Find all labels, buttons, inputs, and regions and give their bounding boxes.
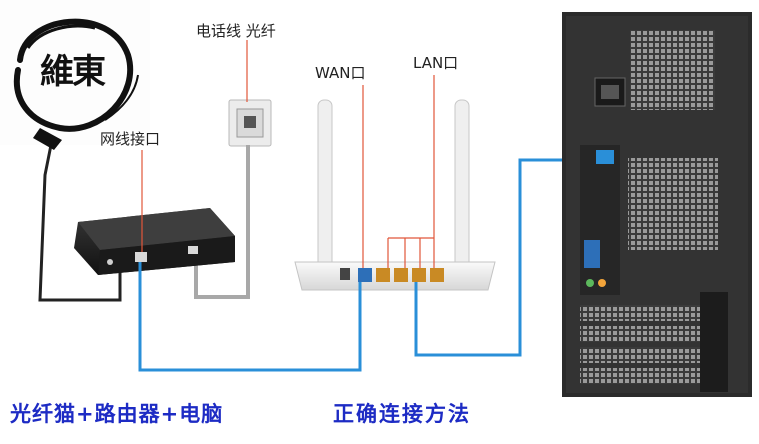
desktop-tower [562, 12, 752, 397]
power-plug-icon [33, 128, 62, 150]
phone-fiber-label: 电话线 光纤 [196, 22, 276, 40]
network-port-label: 网线接口 [100, 130, 161, 148]
logo-text: 維東 [40, 52, 106, 92]
port-markers [362, 75, 435, 268]
ethernet-cables [138, 158, 608, 372]
router-antennas [317, 99, 470, 269]
wan-port-label: WAN口 [315, 64, 366, 82]
modem-power-cable [38, 139, 122, 302]
wall-phone-outlet [228, 99, 272, 147]
fiber-modem [74, 150, 235, 275]
logo-seal [0, 0, 150, 145]
lan-port-label: LAN口 [413, 54, 459, 72]
caption-method: 正确连接方法 [333, 402, 471, 426]
caption-devices: 光纤猫+路由器+电脑 [10, 402, 224, 426]
router [294, 261, 496, 291]
phone-line [194, 40, 250, 299]
